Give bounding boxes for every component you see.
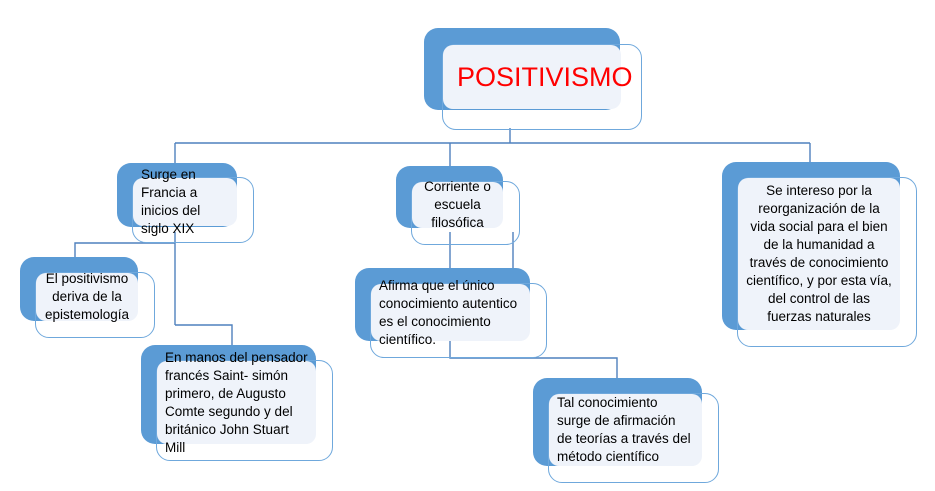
node-panel: El positivismo deriva de la epistemologí… xyxy=(36,271,138,322)
node-outline-box xyxy=(35,272,155,338)
node-label: Tal conocimiento surge de afirmación de … xyxy=(557,395,691,464)
node-outline-box xyxy=(411,181,520,245)
node-panel: Afirma que el único conocimiento autenti… xyxy=(371,278,530,347)
node-outline-box xyxy=(370,283,547,358)
node-panel: Corriente o escuela filosófica xyxy=(412,179,503,230)
node-label: Surge en Francia a inicios del siglo XIX xyxy=(141,167,201,236)
node-panel: Se intereso por la reorganización de la … xyxy=(738,178,900,330)
node-panel: POSITIVISMO xyxy=(443,45,633,109)
node-afirma-conocimiento[interactable]: Afirma que el único conocimiento autenti… xyxy=(355,268,547,358)
connector-to-epistemologia xyxy=(74,242,175,257)
node-label: POSITIVISMO xyxy=(457,62,633,92)
node-outline-box xyxy=(442,44,642,130)
node-label: Corriente o escuela filosófica xyxy=(424,179,491,230)
node-outline-box xyxy=(737,177,917,347)
node-corriente-escuela[interactable]: Corriente o escuela filosófica xyxy=(396,166,520,245)
node-pensadores[interactable]: En manos del pensador francés Saint- sim… xyxy=(141,345,333,461)
node-outline-box xyxy=(132,177,254,243)
node-label: El positivismo deriva de la epistemologí… xyxy=(44,271,130,322)
connector-to-pensadores xyxy=(175,324,233,345)
node-panel: Surge en Francia a inicios del siglo XIX xyxy=(133,167,237,236)
node-label: Afirma que el único conocimiento autenti… xyxy=(379,277,518,347)
node-positivismo[interactable]: POSITIVISMO xyxy=(424,28,642,130)
node-outline-box xyxy=(548,393,719,483)
node-panel: En manos del pensador francés Saint- sim… xyxy=(157,350,316,455)
node-surge-en-francia[interactable]: Surge en Francia a inicios del siglo XIX xyxy=(117,163,254,243)
node-epistemologia[interactable]: El positivismo deriva de la epistemologí… xyxy=(20,257,155,338)
node-outline-box xyxy=(156,360,333,461)
node-label: En manos del pensador francés Saint- sim… xyxy=(165,349,308,455)
node-label: Se intereso por la reorganización de la … xyxy=(746,183,892,324)
node-panel: Tal conocimiento surge de afirmación de … xyxy=(549,394,702,466)
node-reorganizacion-social[interactable]: Se intereso por la reorganización de la … xyxy=(722,162,917,347)
node-metodo-cientifico[interactable]: Tal conocimiento surge de afirmación de … xyxy=(533,378,719,483)
